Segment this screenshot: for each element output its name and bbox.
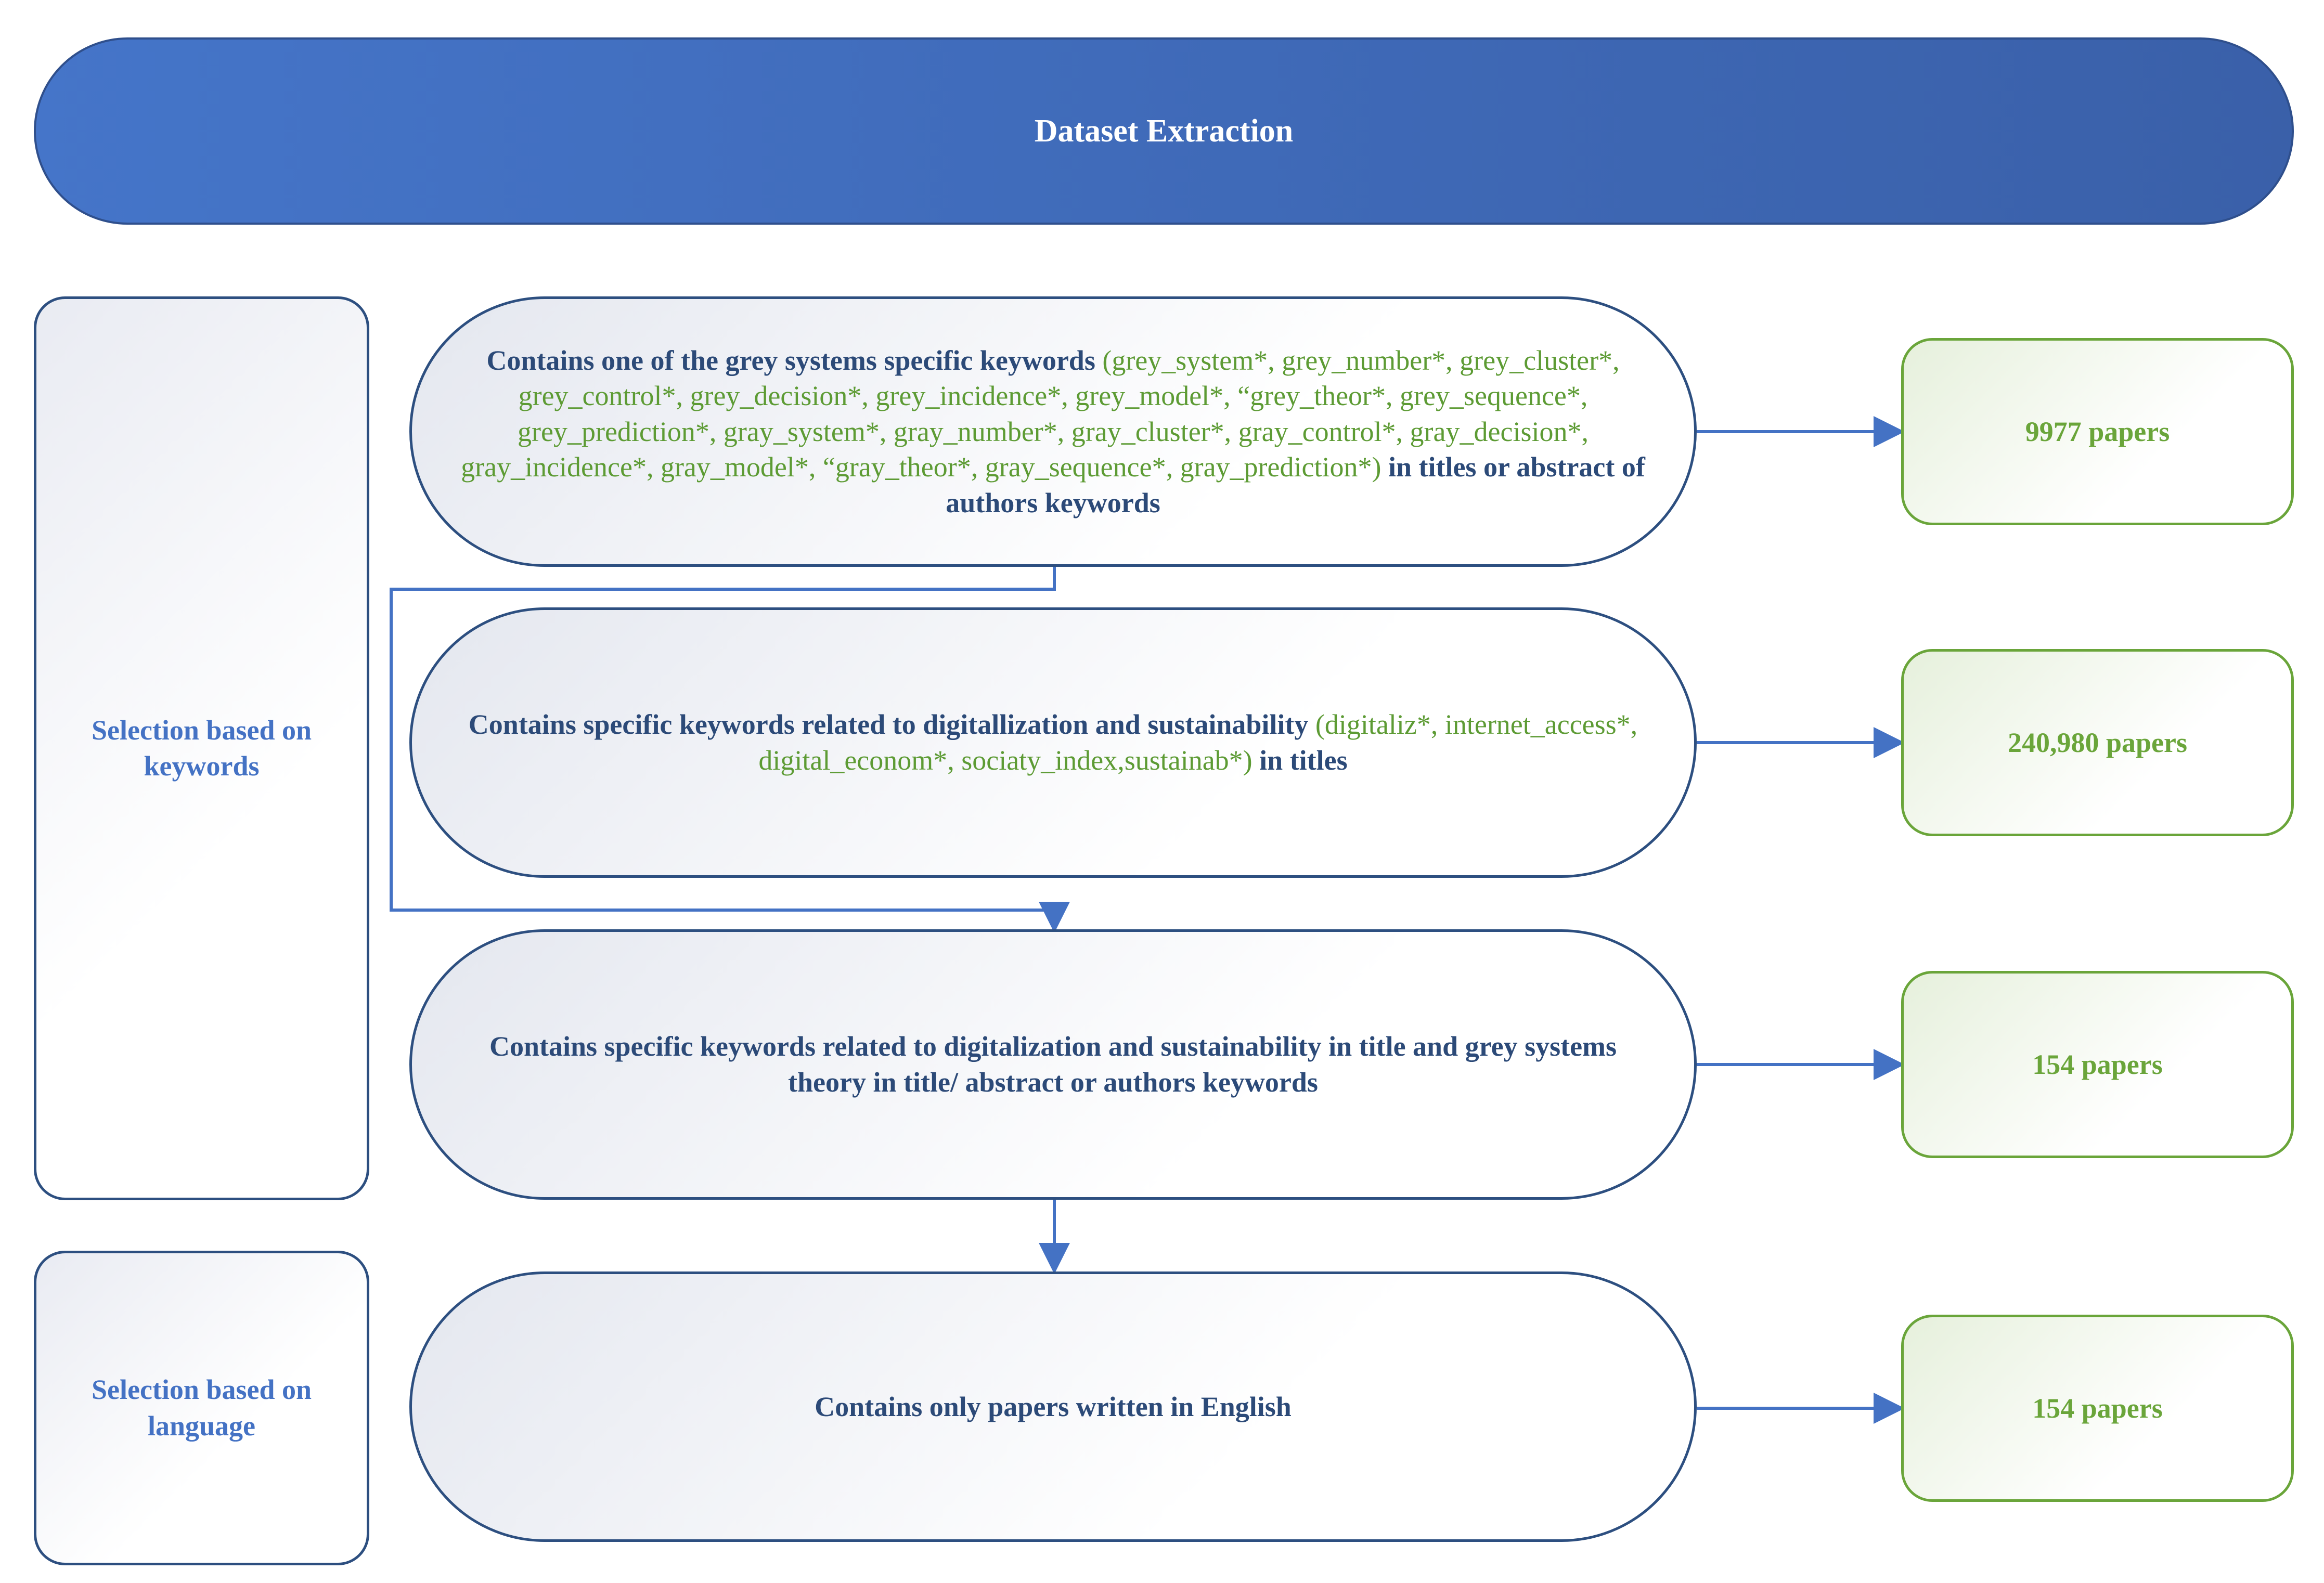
step-english-language-text: Contains only papers written in English xyxy=(815,1389,1292,1425)
step-grey-keywords-list: (grey_system*, grey_number*, grey_cluste… xyxy=(461,344,1620,483)
step-grey-keywords-tail: in titles or abstract of authors keyword… xyxy=(946,451,1645,518)
result-step1: 9977 papers xyxy=(1901,338,2294,525)
language-selection-label: Selection based on language xyxy=(91,1374,312,1442)
step-english-language: Contains only papers written in English xyxy=(409,1271,1697,1542)
keyword-selection-label: Selection based on keywords xyxy=(91,714,312,782)
step-grey-keywords-text: Contains one of the grey systems specifi… xyxy=(448,343,1658,521)
step-digitalization-keywords-text: Contains specific keywords related to di… xyxy=(448,707,1658,778)
connector-step1-to-step3 xyxy=(390,567,1070,933)
result-step1-count: 9977 papers xyxy=(2025,416,2170,447)
keyword-selection-panel: Selection based on keywords xyxy=(34,296,369,1200)
result-step4-count: 154 papers xyxy=(2032,1393,2163,1424)
step-digitalization-keywords-lead: Contains specific keywords related to di… xyxy=(468,709,1309,741)
result-step3-count: 154 papers xyxy=(2032,1049,2163,1080)
result-step2-count: 240,980 papers xyxy=(2007,727,2187,758)
step-combined-keywords-lead: Contains specific keywords related to di… xyxy=(489,1031,1617,1098)
step-grey-keywords: Contains one of the grey systems specifi… xyxy=(409,296,1697,567)
step-english-language-lead: Contains only papers written in English xyxy=(815,1391,1292,1422)
step-digitalization-keywords-tail: in titles xyxy=(1252,745,1348,776)
step-combined-keywords: Contains specific keywords related to di… xyxy=(409,929,1697,1200)
step-digitalization-keywords-list: (digitaliz*, internet_access*, digital_e… xyxy=(758,709,1638,776)
result-step4: 154 papers xyxy=(1901,1315,2294,1502)
step-digitalization-keywords: Contains specific keywords related to di… xyxy=(409,607,1697,878)
result-step3: 154 papers xyxy=(1901,971,2294,1158)
step-combined-keywords-text: Contains specific keywords related to di… xyxy=(448,1029,1658,1100)
result-step2: 240,980 papers xyxy=(1901,649,2294,836)
step-grey-keywords-lead: Contains one of the grey systems specifi… xyxy=(486,344,1095,376)
banner-title: Dataset Extraction xyxy=(1034,113,1294,149)
language-selection-panel: Selection based on language xyxy=(34,1251,369,1565)
dataset-extraction-banner: Dataset Extraction xyxy=(34,37,2294,225)
